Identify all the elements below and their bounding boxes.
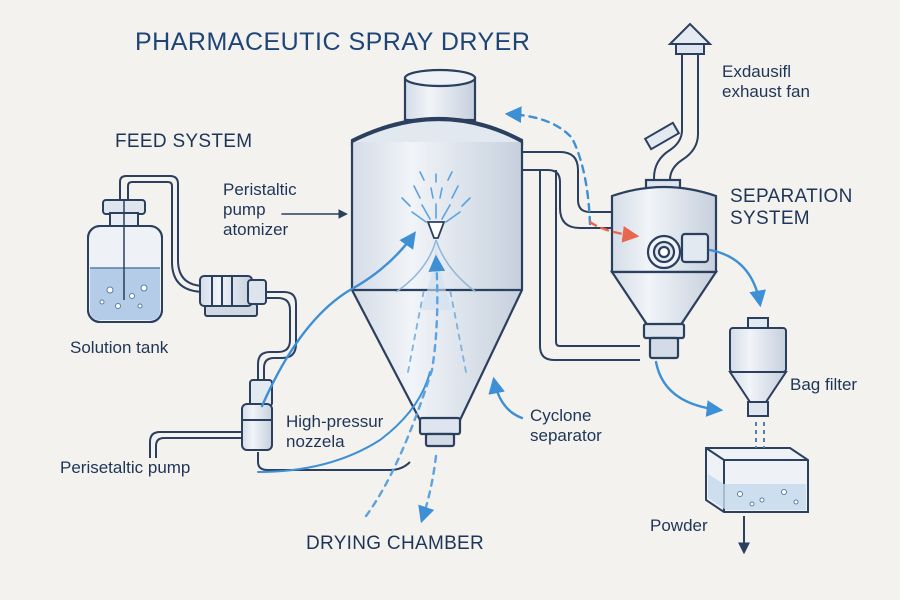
inlet-red-arrow (588, 220, 640, 243)
exhaust-stack (643, 22, 713, 186)
flow-arrows (257, 106, 766, 524)
peristaltic-pump-atomizer-label: Peristaltic pump atomizer (223, 180, 297, 240)
perisetaltic-pump-label: Perisetaltic pump (60, 458, 191, 477)
feed-return-arrow (257, 371, 431, 473)
return-to-chamber-arrow (504, 106, 592, 226)
bag-filter-unit (728, 317, 788, 417)
separation-system-label: SEPARATION SYSTEM (730, 186, 853, 230)
fan-to-filter-arrow (708, 248, 766, 308)
bag-filter-label: Bag filter (790, 375, 858, 394)
feed-system-label: FEED SYSTEM (115, 131, 253, 152)
drying-chamber-label: DRYING CHAMBER (306, 533, 485, 554)
solution-tank-label: Solution tank (70, 338, 169, 357)
feed-piping (119, 175, 411, 471)
cyclone-pointer-arrow (488, 376, 524, 420)
diagram-title: PHARMACEUTIC SPRAY DRYER (135, 28, 531, 56)
peristaltic-pump-motor (199, 275, 267, 317)
cyclone-separator-label: Cyclone separator (530, 406, 602, 446)
feed-flow-arrow (260, 231, 416, 408)
powder-container (705, 422, 809, 555)
transfer-duct (522, 151, 640, 361)
atomized-droplets (401, 171, 471, 223)
solution-tank (87, 199, 163, 323)
cyclone-to-filter-arrow (654, 360, 724, 417)
cyclone-separator-unit (609, 178, 719, 360)
high-pressure-nozzle-label: High-pressur nozzela (286, 412, 384, 452)
exhaust-fan-label: Exdausifl exhaust fan (722, 62, 810, 102)
air-outlet-arrow (418, 454, 438, 524)
powder-label: Powder (650, 516, 708, 535)
hot-air-inlet-arrow (364, 254, 446, 518)
inline-pump (241, 379, 273, 451)
